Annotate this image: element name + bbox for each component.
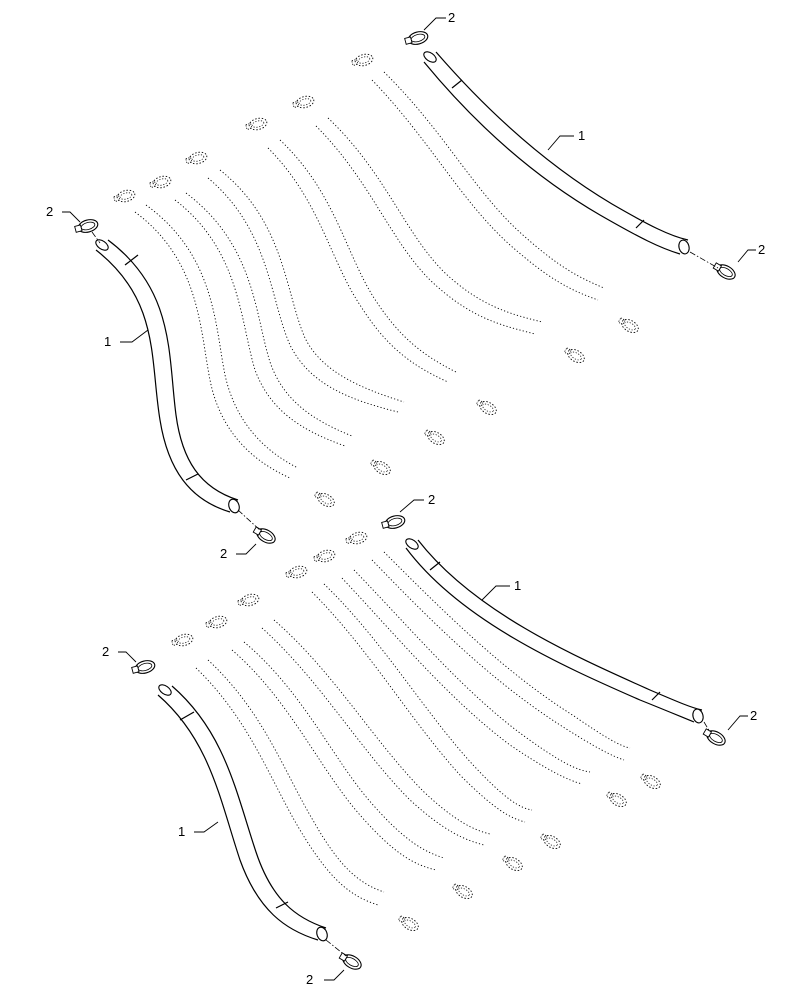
hose-lower-left-clamp-bottom xyxy=(337,949,365,973)
callout-label-2: 2 xyxy=(102,644,109,659)
callout-clamp-right-upper: 2 xyxy=(737,242,765,263)
callout-hose-upper-right: 1 xyxy=(547,128,585,151)
hose-lower-left xyxy=(157,684,328,942)
callout-clamp-top-right: 2 xyxy=(423,10,455,31)
callout-label-2: 2 xyxy=(448,10,455,25)
hose-lower-dotted-set xyxy=(170,529,663,934)
callout-hose-lower-left: 1 xyxy=(178,821,219,839)
hose-lower-right xyxy=(405,538,704,724)
hose-upper-left xyxy=(95,239,240,514)
hose-upper-dotted-set xyxy=(112,51,641,510)
hose-lower-right-clamp-bottom xyxy=(701,725,729,749)
hose-upper-left-clamp-bottom xyxy=(251,523,279,547)
callout-clamp-middle: 2 xyxy=(220,543,257,561)
hose-upper-right-clamp-top xyxy=(403,29,430,48)
callout-clamp-lower-top: 2 xyxy=(399,492,435,513)
callout-clamp-bottom: 2 xyxy=(306,969,345,987)
callout-label-1: 1 xyxy=(514,578,521,593)
hose-upper-right xyxy=(423,51,690,255)
callout-label-2: 2 xyxy=(306,972,313,987)
callout-clamp-lower-right: 2 xyxy=(727,708,757,731)
callout-hose-upper-left: 1 xyxy=(104,329,149,349)
callout-clamp-lower-left: 2 xyxy=(102,644,137,663)
callout-label-1: 1 xyxy=(178,824,185,839)
callout-label-2: 2 xyxy=(758,242,765,257)
callout-label-1: 1 xyxy=(578,128,585,143)
callout-label-2: 2 xyxy=(428,492,435,507)
callout-label-2: 2 xyxy=(750,708,757,723)
callout-clamp-left-upper: 2 xyxy=(46,204,81,223)
callout-label-2: 2 xyxy=(220,546,227,561)
hose-upper-right-clamp-bottom xyxy=(711,259,739,283)
callout-label-2: 2 xyxy=(46,204,53,219)
callout-label-1: 1 xyxy=(104,334,111,349)
callout-hose-lower-right: 1 xyxy=(481,578,521,601)
hose-lower-right-clamp-top xyxy=(380,513,407,532)
